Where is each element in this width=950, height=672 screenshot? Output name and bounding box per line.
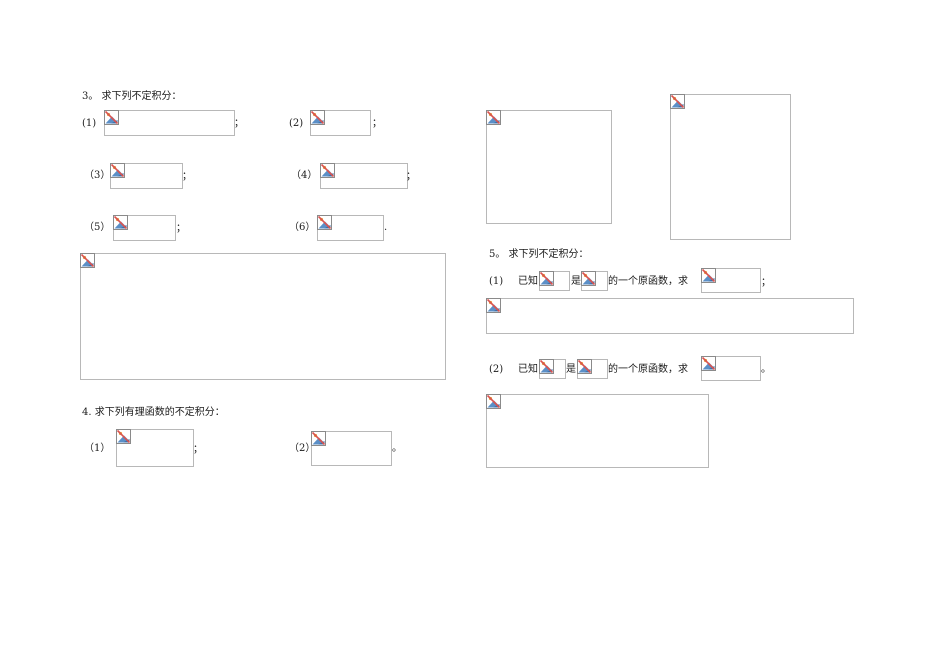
- formula-image: [310, 110, 371, 136]
- formula-image: [116, 429, 194, 467]
- formula-image: [104, 110, 235, 136]
- formula-image: [539, 359, 566, 379]
- formula-image: [539, 271, 570, 291]
- formula-image: [317, 215, 384, 241]
- s5-item-1-is: 是: [571, 276, 581, 287]
- formula-image: [581, 271, 608, 291]
- s5-item-2-end: 。: [761, 364, 771, 375]
- s3-item-3-label: （3）: [84, 170, 111, 181]
- s5-item-2-known: 已知: [518, 364, 538, 375]
- s3-item-1-end: ；: [234, 118, 244, 129]
- broken-image-icon: [670, 94, 685, 109]
- s5-item-1-desc: 的一个原函数，求: [608, 276, 688, 287]
- formula-image: [110, 163, 183, 189]
- s4-item-1-label: （1）: [84, 443, 111, 454]
- s3-item-6-end: .: [384, 222, 388, 233]
- s5-item-1-end: ；: [761, 277, 771, 288]
- broken-image-icon: [110, 163, 125, 178]
- broken-image-icon: [310, 110, 325, 125]
- broken-image-icon: [311, 431, 326, 446]
- s3-item-5-end: ；: [176, 223, 186, 234]
- broken-image-icon: [701, 356, 716, 371]
- broken-image-icon: [701, 268, 716, 283]
- broken-image-icon: [486, 298, 501, 313]
- broken-image-icon: [113, 215, 128, 230]
- s3-item-2-label: (2): [289, 118, 304, 129]
- s5-item-2-label: (2): [489, 364, 504, 375]
- s3-item-3-end: ；: [182, 171, 192, 182]
- solution-image: [486, 394, 709, 468]
- s3-item-4-end: ；: [406, 171, 416, 182]
- section-5-heading: 5。 求下列不定积分：: [489, 249, 589, 260]
- s4-item-2-end: 。: [392, 443, 402, 454]
- s4-item-2-label: （2）: [289, 443, 316, 454]
- s3-item-4-label: （4）: [291, 170, 318, 181]
- broken-image-icon: [539, 359, 554, 374]
- formula-image: [320, 163, 408, 189]
- broken-image-icon: [539, 271, 554, 286]
- broken-image-icon: [581, 271, 596, 286]
- broken-image-icon: [577, 359, 592, 374]
- solution-image: [486, 298, 854, 334]
- s4-item-1-end: ；: [193, 444, 203, 455]
- s5-item-1-known: 已知: [518, 276, 538, 287]
- s5-item-2-desc: 的一个原函数，求: [608, 364, 688, 375]
- section-4-heading: 4. 求下列有理函数的不定积分：: [82, 407, 225, 418]
- s3-item-6-label: （6）: [289, 222, 316, 233]
- broken-image-icon: [486, 110, 501, 125]
- solution-image: [670, 94, 791, 240]
- formula-image: [701, 356, 761, 381]
- broken-image-icon: [116, 429, 131, 444]
- formula-image: [113, 215, 176, 241]
- formula-image: [701, 268, 761, 293]
- broken-image-icon: [80, 253, 95, 268]
- s3-item-2-end: ；: [372, 118, 382, 129]
- s5-item-2-is: 是: [566, 364, 576, 375]
- s5-item-1-label: (1): [489, 276, 504, 287]
- broken-image-icon: [320, 163, 335, 178]
- s3-item-5-label: （5）: [84, 222, 111, 233]
- broken-image-icon: [104, 110, 119, 125]
- broken-image-icon: [486, 394, 501, 409]
- s3-item-1-label: (1): [82, 118, 97, 129]
- formula-image: [311, 431, 392, 466]
- broken-image-icon: [317, 215, 332, 230]
- solution-image: [486, 110, 612, 224]
- formula-image: [577, 359, 608, 379]
- section-3-heading: 3。 求下列不定积分：: [82, 91, 182, 102]
- solution-image: [80, 253, 446, 380]
